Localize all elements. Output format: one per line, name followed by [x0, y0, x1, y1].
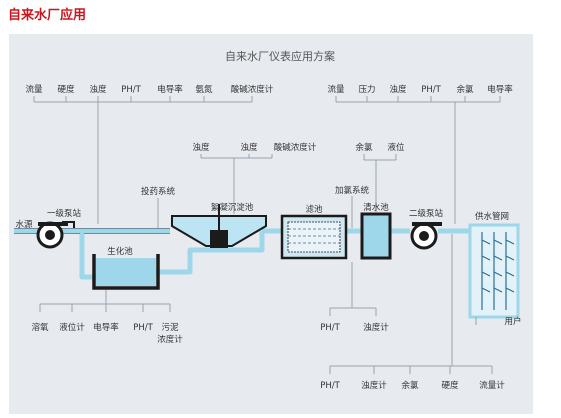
- first-pump: [36, 221, 75, 249]
- second-pump: [410, 222, 442, 250]
- instrument-label: 污泥浓度计: [157, 322, 183, 345]
- instrument-label: 电导率: [157, 84, 183, 95]
- water-source-label: 水源: [15, 219, 33, 230]
- instrument-label: PH/T: [421, 85, 441, 95]
- second-pump-label: 二级泵站: [409, 208, 444, 219]
- user-label: 用户: [504, 316, 521, 327]
- instrument-label: 浊度计: [363, 322, 389, 333]
- filter-tank: [280, 214, 348, 260]
- instrument-label: 余氯: [355, 142, 373, 153]
- first-pump-label: 一级泵站: [47, 208, 82, 219]
- page-title: 自来水厂应用: [8, 8, 87, 23]
- instrument-label: 浊度计: [361, 380, 387, 391]
- supply-network: [468, 223, 520, 319]
- instrument-label: 压力: [358, 84, 375, 95]
- instrument-label: 电导率: [487, 84, 513, 95]
- instrument-label: 流量: [25, 84, 43, 95]
- chlorination-system-label: 加氯系统: [335, 185, 370, 196]
- instrument-label: 电导率: [93, 322, 119, 333]
- bio-tank: [92, 254, 160, 290]
- instrument-label: 液位: [387, 142, 405, 153]
- instrument-label: PH/T: [121, 85, 141, 95]
- diagram-title: 自来水厂仪表应用方案: [225, 49, 335, 63]
- coagulation-tank: [171, 204, 267, 248]
- instrument-label: 酸碱浓度计: [274, 142, 317, 153]
- instrument-label: 溶氧: [31, 322, 49, 333]
- instrument-label: 硬度: [441, 380, 459, 391]
- instrument-label: 浊度: [192, 142, 210, 153]
- instrument-label: 液位计: [59, 322, 85, 333]
- instrument-label: PH/T: [320, 323, 340, 333]
- instrument-label: 流量: [327, 84, 345, 95]
- coagulation-tank-label: 絮凝沉淀池: [211, 202, 254, 213]
- filter-label: 滤池: [305, 204, 323, 215]
- dosing-system-label: 投药系统: [141, 186, 176, 197]
- sludge-label-line: 污泥: [161, 322, 179, 333]
- instrument-label: 浊度: [240, 142, 258, 153]
- instrument-label: 浊度: [389, 84, 407, 95]
- instrument-label: 氨氮: [195, 84, 213, 95]
- instrument-label: 浊度: [89, 84, 107, 95]
- instrument-label: 硬度: [57, 84, 75, 95]
- instrument-label: 酸碱浓度计: [231, 84, 274, 95]
- diagram-panel: [9, 34, 533, 414]
- instrument-label: PH/T: [133, 323, 153, 333]
- bio-tank-label: 生化池: [107, 246, 133, 257]
- instrument-label: 余氯: [456, 84, 474, 95]
- supply-network-label: 供水管网: [475, 211, 509, 222]
- clear-water-tank: [360, 212, 392, 260]
- instrument-lines: [33, 96, 501, 374]
- labels: 流量 硬度 浊度 PH/T 电导率 氨氮 酸碱浓度计 流量 压力 浊度 PH/T…: [15, 84, 521, 391]
- instrument-label: PH/T: [320, 381, 340, 391]
- sludge-label-line: 浓度计: [157, 334, 183, 345]
- clear-water-tank-label: 清水池: [363, 202, 389, 213]
- instrument-label: 余氯: [401, 380, 419, 391]
- instrument-label: 流量计: [479, 380, 505, 391]
